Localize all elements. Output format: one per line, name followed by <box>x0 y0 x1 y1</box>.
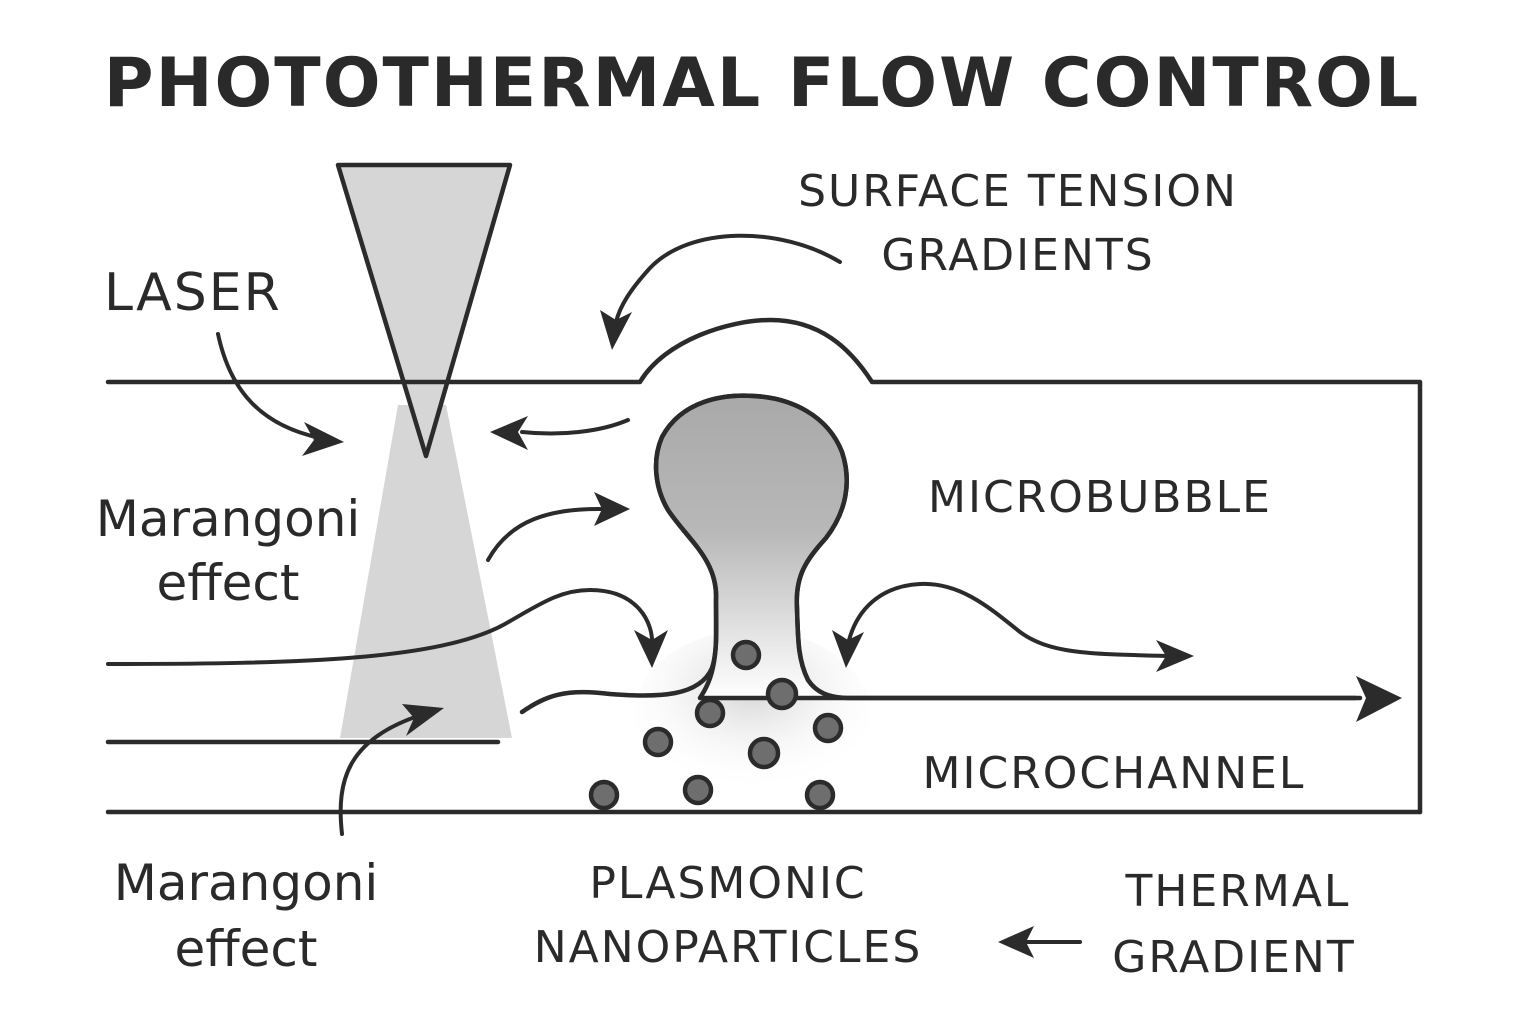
nanoparticle <box>694 697 726 729</box>
page-title: PHOTOTHERMAL FLOW CONTROL <box>104 44 1421 123</box>
outflow-arrowhead <box>1356 676 1402 722</box>
thermal-gradient-arrowhead <box>998 926 1034 958</box>
nanoparticle <box>765 677 799 711</box>
channel-top-wall <box>105 317 1423 815</box>
nanoparticle <box>588 779 620 811</box>
label-marangoni-bottom-line2: effect <box>174 920 317 978</box>
marangoni-bottom-line <box>338 714 420 836</box>
label-marangoni-top-line2: effect <box>156 554 299 612</box>
nanoparticle <box>747 736 781 770</box>
laser-pointer-arrowhead <box>302 422 344 456</box>
nanoparticle <box>804 779 836 811</box>
backflow-arrowhead <box>490 416 528 450</box>
laser-cone <box>335 162 513 459</box>
recirculation-line <box>846 581 1172 658</box>
bubble-left-contour <box>519 393 1363 715</box>
label-laser: LASER <box>104 263 282 323</box>
recirculation-end-arrowhead <box>1156 640 1194 672</box>
marangoni-bottom-arrowhead <box>402 704 444 736</box>
label-plasmonic-line2: NANOPARTICLES <box>534 922 923 973</box>
backflow-line <box>520 418 630 436</box>
label-microchannel: MICROCHANNEL <box>923 748 1306 799</box>
label-surface-tension-line2: GRADIENTS <box>881 230 1154 281</box>
nanoparticle <box>812 712 844 744</box>
label-plasmonic-line1: PLASMONIC <box>589 858 866 909</box>
nanoparticle <box>642 726 674 758</box>
label-marangoni-top-line1: Marangoni <box>96 490 361 548</box>
recirculation-start-arrowhead <box>832 630 864 668</box>
marangoni-top-line <box>486 506 606 562</box>
surface-tension-arrowhead <box>600 310 632 350</box>
label-marangoni-bottom-line1: Marangoni <box>114 854 379 912</box>
nanoparticle <box>730 639 762 671</box>
laser-pointer-line <box>216 332 322 440</box>
inflow-arrowhead <box>634 630 668 668</box>
label-thermal-line1: THERMAL <box>1125 866 1351 917</box>
thermal-glow <box>634 630 870 800</box>
marangoni-top-arrowhead <box>594 492 630 526</box>
label-surface-tension-line1: SURFACE TENSION <box>798 166 1238 217</box>
nanoparticle <box>682 774 714 806</box>
label-microbubble: MICROBUBBLE <box>928 472 1272 523</box>
inflow-stream-line <box>106 587 655 666</box>
label-thermal-line2: GRADIENT <box>1112 932 1355 983</box>
surface-tension-line <box>614 233 842 324</box>
